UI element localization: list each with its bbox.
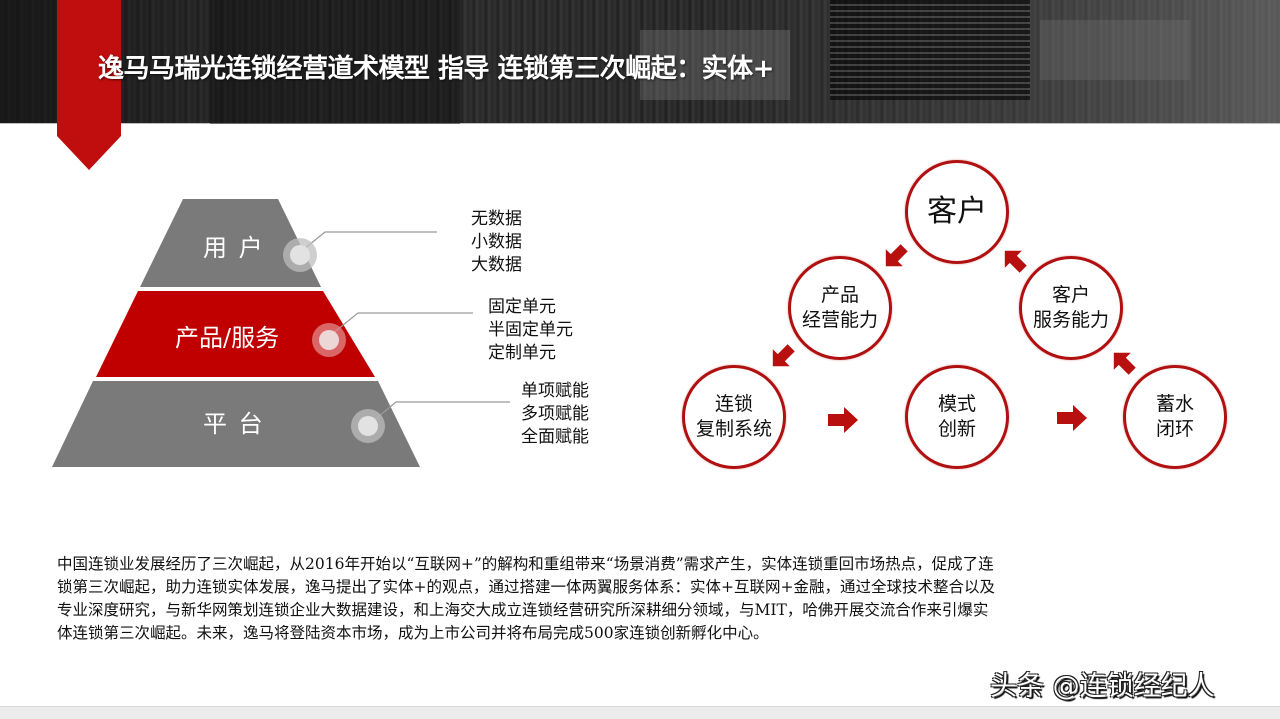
red-ribbon-marker — [57, 0, 121, 170]
paragraph-line: 中国连锁业发展经历了三次崛起，从2016年开始以“互联网+”的解构和重组带来“场… — [57, 555, 994, 573]
node-label: 产品 — [820, 284, 859, 306]
list-item: 半固定单元 — [488, 320, 573, 340]
arrow-up-left-icon — [1113, 352, 1136, 375]
tier-label-platform: 平 台 — [203, 410, 265, 438]
node-label: 服务能力 — [1032, 309, 1109, 331]
platform-empower-list: 单项赋能 多项赋能 全面赋能 — [521, 380, 589, 449]
paragraph-line: 体连锁第三次崛起。未来，逸马将登陆资本市场，成为上市公司并将布局完成500家连锁… — [57, 624, 769, 642]
paragraph-line: 锁第三次崛起，助力连锁实体发展，逸马提出了实体+的观点，通过搭建一体两翼服务体系… — [57, 578, 995, 596]
user-data-list: 无数据 小数据 大数据 — [471, 208, 522, 277]
footer-bar — [0, 706, 1280, 719]
node-chain-replication: 连锁 复制系统 — [682, 365, 786, 469]
node-product-ops: 产品 经营能力 — [788, 256, 892, 360]
list-item: 多项赋能 — [521, 404, 589, 424]
pyramid-tier-product — [96, 291, 375, 377]
node-label: 模式 — [937, 393, 976, 415]
node-label: 客户 — [927, 194, 987, 229]
node-customer: 客户 — [905, 160, 1009, 264]
list-item: 全面赋能 — [521, 427, 589, 447]
list-item: 单项赋能 — [521, 381, 589, 401]
page-title: 逸马马瑞光连锁经营道术模型 指导 连锁第三次崛起：实体+ — [98, 54, 774, 84]
node-label: 复制系统 — [695, 418, 772, 440]
tier-label-user: 用 户 — [203, 234, 265, 262]
list-item: 无数据 — [471, 209, 522, 229]
pyramid-tier-platform — [52, 381, 420, 467]
product-unit-list: 固定单元 半固定单元 定制单元 — [488, 296, 573, 365]
background-building — [640, 30, 790, 100]
node-reservoir-loop: 蓄水 闭环 — [1123, 365, 1227, 469]
list-item: 定制单元 — [488, 343, 556, 363]
background-building — [210, 0, 460, 124]
connector-line — [297, 231, 437, 255]
node-label: 经营能力 — [801, 309, 878, 331]
node-label: 闭环 — [1155, 418, 1194, 440]
node-label: 创新 — [937, 418, 976, 440]
bullet-dot-icon — [283, 238, 317, 272]
header-banner — [0, 0, 1280, 124]
bullet-dot-icon — [312, 323, 346, 357]
arrow-down-left-icon — [885, 244, 908, 267]
pyramid-tier-user — [140, 199, 321, 287]
background-building — [1040, 20, 1190, 80]
arrow-up-left-icon — [1004, 250, 1027, 273]
list-item: 固定单元 — [488, 297, 556, 317]
arrow-down-left-icon — [772, 344, 795, 367]
description-paragraph: 中国连锁业发展经历了三次崛起，从2016年开始以“互联网+”的解构和重组带来“场… — [57, 553, 1237, 645]
paragraph-line: 专业深度研究，与新华网策划连锁企业大数据建设，和上海交大成立连锁经营研究所深耕细… — [57, 601, 989, 619]
node-label: 蓄水 — [1155, 393, 1194, 415]
tier-label-product: 产品/服务 — [175, 324, 280, 352]
watermark: 头条 @连锁经纪人 — [990, 671, 1215, 702]
background-building — [830, 0, 1030, 100]
arrow-right-icon — [1057, 405, 1087, 431]
pyramid-diagram: 用 户 产品/服务 平 台 无数据 小数据 大数据 固定单元 半固定单元 定制单… — [0, 0, 640, 520]
list-item: 大数据 — [471, 255, 522, 275]
arrow-right-icon — [828, 407, 858, 433]
list-item: 小数据 — [471, 232, 522, 252]
node-model-innovation: 模式 创新 — [905, 365, 1009, 469]
bullet-dot-icon — [351, 409, 385, 443]
node-label: 客户 — [1051, 284, 1090, 306]
node-customer-service: 客户 服务能力 — [1019, 256, 1123, 360]
pyramid-shapes — [52, 199, 510, 467]
node-label: 连锁 — [714, 393, 753, 415]
